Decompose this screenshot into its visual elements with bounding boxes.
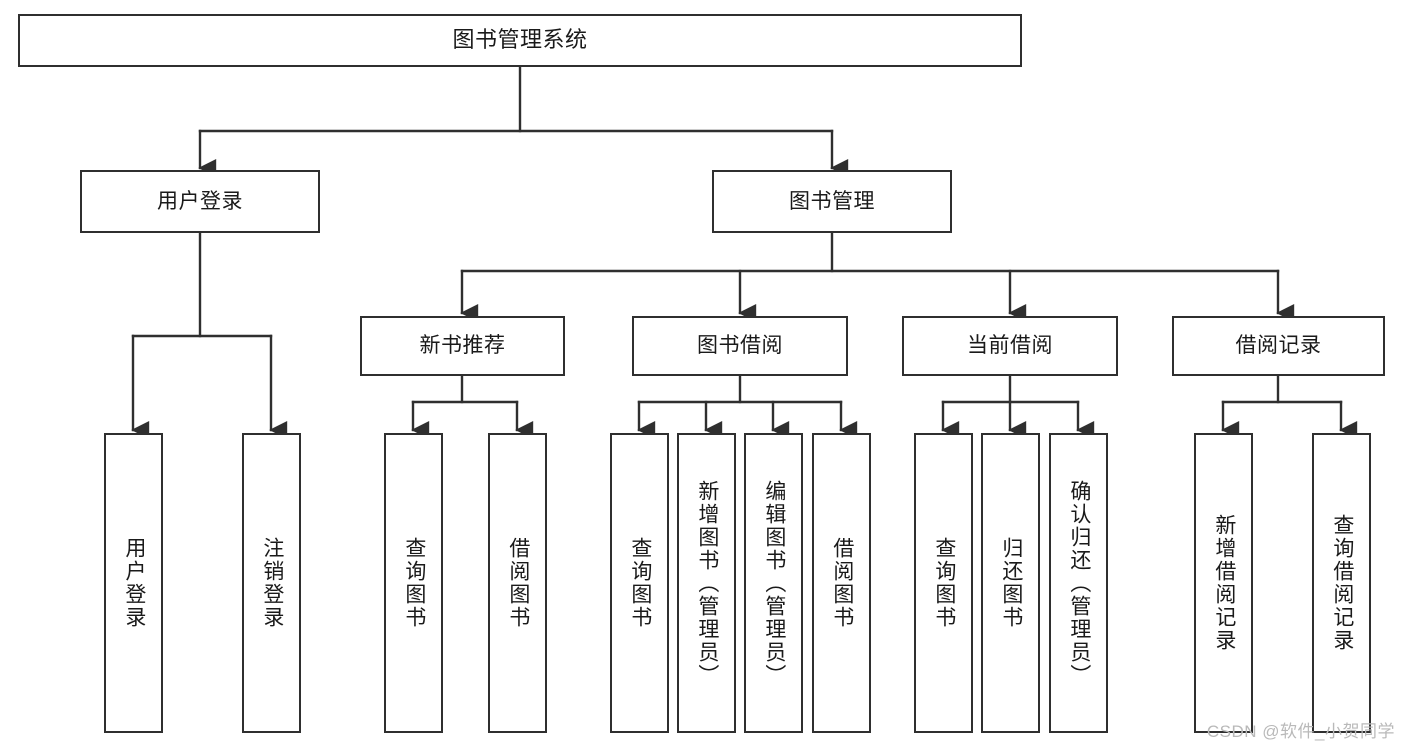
leaf-user-login[interactable]: 用户登录 (104, 433, 163, 733)
node-label: 图书管理系统 (452, 27, 588, 53)
node-label: 新增图书（管理员） (695, 479, 719, 687)
node-book-manage[interactable]: 图书管理 (712, 170, 952, 233)
node-label: 确认归还（管理员） (1067, 479, 1091, 687)
leaf-borrow-book-1[interactable]: 借阅图书 (488, 433, 547, 733)
node-label: 归还图书 (999, 537, 1023, 629)
leaf-confirm-return[interactable]: 确认归还（管理员） (1049, 433, 1108, 733)
node-label: 注销登录 (260, 537, 284, 629)
leaf-query-book-2[interactable]: 查询图书 (610, 433, 669, 733)
node-root-system[interactable]: 图书管理系统 (18, 14, 1022, 67)
leaf-query-record[interactable]: 查询借阅记录 (1312, 433, 1371, 733)
node-label: 新书推荐 (419, 334, 506, 358)
node-label: 查询图书 (402, 537, 426, 629)
node-label: 查询图书 (932, 537, 956, 629)
node-label: 借阅记录 (1235, 334, 1322, 358)
leaf-add-book[interactable]: 新增图书（管理员） (677, 433, 736, 733)
node-book-borrow[interactable]: 图书借阅 (632, 316, 848, 376)
node-label: 借阅图书 (506, 537, 530, 629)
leaf-query-book-1[interactable]: 查询图书 (384, 433, 443, 733)
leaf-borrow-book-2[interactable]: 借阅图书 (812, 433, 871, 733)
node-current-borrow[interactable]: 当前借阅 (902, 316, 1118, 376)
node-label: 图书管理 (789, 189, 875, 213)
leaf-return-book[interactable]: 归还图书 (981, 433, 1040, 733)
node-label: 用户登录 (122, 537, 146, 629)
node-label: 用户登录 (157, 189, 243, 213)
node-new-book-rec[interactable]: 新书推荐 (360, 316, 565, 376)
node-label: 新增借阅记录 (1212, 514, 1236, 652)
node-label: 查询借阅记录 (1330, 514, 1354, 652)
leaf-add-record[interactable]: 新增借阅记录 (1194, 433, 1253, 733)
leaf-edit-book[interactable]: 编辑图书（管理员） (744, 433, 803, 733)
node-label: 编辑图书（管理员） (762, 479, 786, 687)
node-label: 借阅图书 (830, 537, 854, 629)
leaf-query-book-3[interactable]: 查询图书 (914, 433, 973, 733)
node-borrow-record[interactable]: 借阅记录 (1172, 316, 1385, 376)
node-label: 当前借阅 (967, 334, 1053, 358)
leaf-user-logout[interactable]: 注销登录 (242, 433, 301, 733)
node-label: 查询图书 (628, 537, 652, 629)
node-label: 图书借阅 (697, 334, 783, 358)
node-user-login[interactable]: 用户登录 (80, 170, 320, 233)
